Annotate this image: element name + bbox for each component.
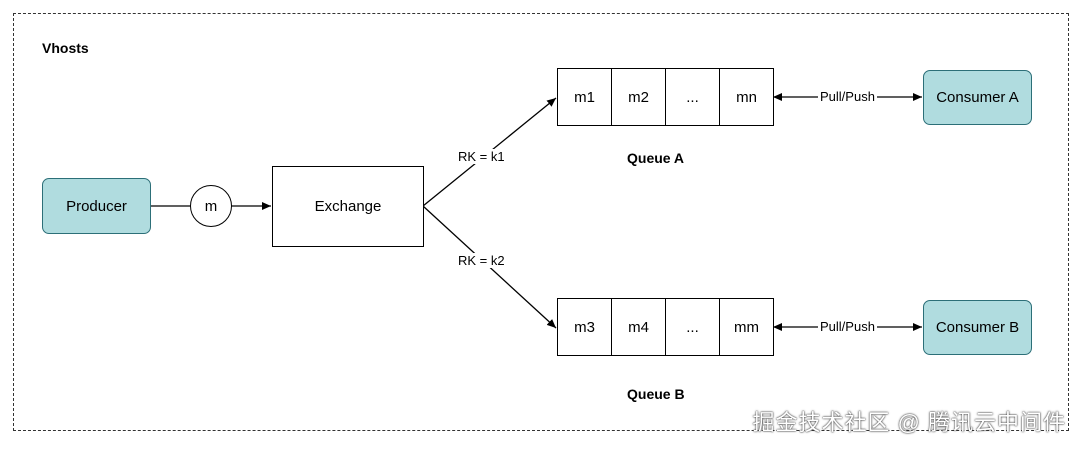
- consumer-a-node: Consumer A: [923, 70, 1032, 125]
- queue-b: m3 m4 ... mm: [557, 298, 774, 356]
- consumer-b-node: Consumer B: [923, 300, 1032, 355]
- queue-a-cell: ...: [666, 69, 720, 125]
- producer-label: Producer: [66, 197, 127, 215]
- queue-b-cell: m4: [612, 299, 666, 355]
- queue-a-cell: mn: [736, 88, 757, 106]
- consumer-b-label: Consumer B: [935, 319, 1020, 336]
- queue-b-cell: mm: [734, 318, 759, 336]
- vhosts-title: Vhosts: [42, 40, 89, 56]
- pull-push-a-label: Pull/Push: [818, 89, 877, 104]
- queue-b-label: Queue B: [627, 386, 685, 402]
- queue-b-cell: ...: [666, 299, 720, 355]
- consumer-a-label: Consumer A: [936, 89, 1019, 106]
- queue-a: m1 m2 ... mn: [557, 68, 774, 126]
- producer-node: Producer: [42, 178, 151, 234]
- exchange-label: Exchange: [314, 198, 382, 215]
- routing-key-a-label: RK = k1: [456, 149, 507, 164]
- vhosts-boundary: [13, 13, 1069, 431]
- routing-key-b-label: RK = k2: [456, 253, 507, 268]
- exchange-node: Exchange: [272, 166, 424, 247]
- watermark-text: 掘金技术社区 @ 腾讯云中间件: [752, 410, 1066, 435]
- queue-a-cell: m2: [612, 69, 666, 125]
- pull-push-b-label: Pull/Push: [818, 319, 877, 334]
- message-label: m: [204, 197, 218, 215]
- message-node: m: [190, 185, 232, 227]
- queue-a-label: Queue A: [627, 150, 685, 166]
- queue-b-cell: m3: [558, 299, 612, 355]
- queue-a-cell: m1: [558, 69, 612, 125]
